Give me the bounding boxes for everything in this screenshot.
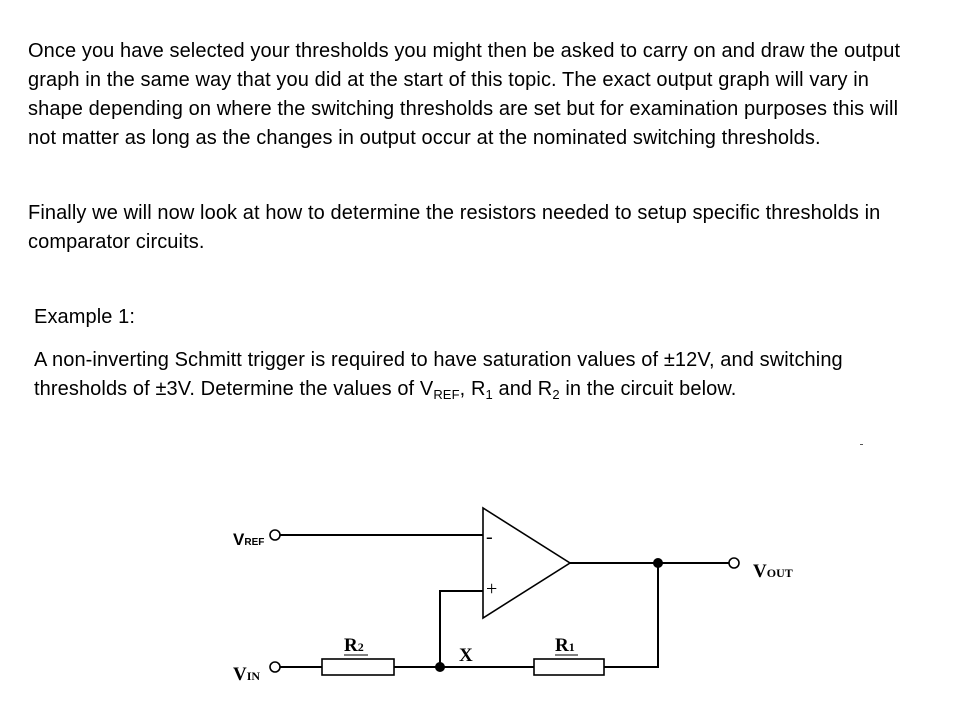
op-amp-triangle: [482, 506, 572, 620]
noninverting-input-sign: +: [486, 578, 497, 600]
stray-mark: [860, 444, 863, 445]
problem-text-part4: in the circuit below.: [559, 378, 737, 400]
r1-subscript: 1: [485, 387, 493, 402]
junction-node-x: [435, 662, 445, 672]
intro-paragraph: Once you have selected your thresholds y…: [28, 40, 901, 149]
vref-label: VREF: [233, 530, 264, 549]
r2-subscript: 2: [552, 387, 560, 402]
r2-label: R2: [344, 635, 364, 656]
junction-node-output: [653, 558, 663, 568]
resistor-r1: [533, 658, 605, 676]
vout-label: VOUT: [753, 561, 793, 582]
inverting-input-sign: -: [486, 526, 493, 548]
problem-text-part3: and R: [492, 378, 553, 400]
transition-paragraph: Finally we will now look at how to deter…: [28, 202, 881, 253]
problem-text-part1: A non-inverting Schmitt trigger is requi…: [34, 349, 843, 400]
output-feedback-wire: [604, 563, 659, 668]
node-x-label: X: [459, 645, 473, 666]
resistor-r2: [321, 658, 395, 676]
r1-label: R1: [555, 635, 575, 656]
vin-terminal: [269, 661, 281, 673]
vout-terminal: [728, 557, 740, 569]
example-problem-text: A non-inverting Schmitt trigger is requi…: [34, 346, 904, 404]
example-title: Example 1:: [34, 306, 136, 328]
vref-subscript: REF: [433, 387, 460, 402]
problem-text-part2: , R: [459, 378, 486, 400]
vin-label: VIN: [233, 664, 260, 685]
feedback-to-plus-wire: [439, 590, 483, 667]
vref-terminal: [269, 529, 281, 541]
